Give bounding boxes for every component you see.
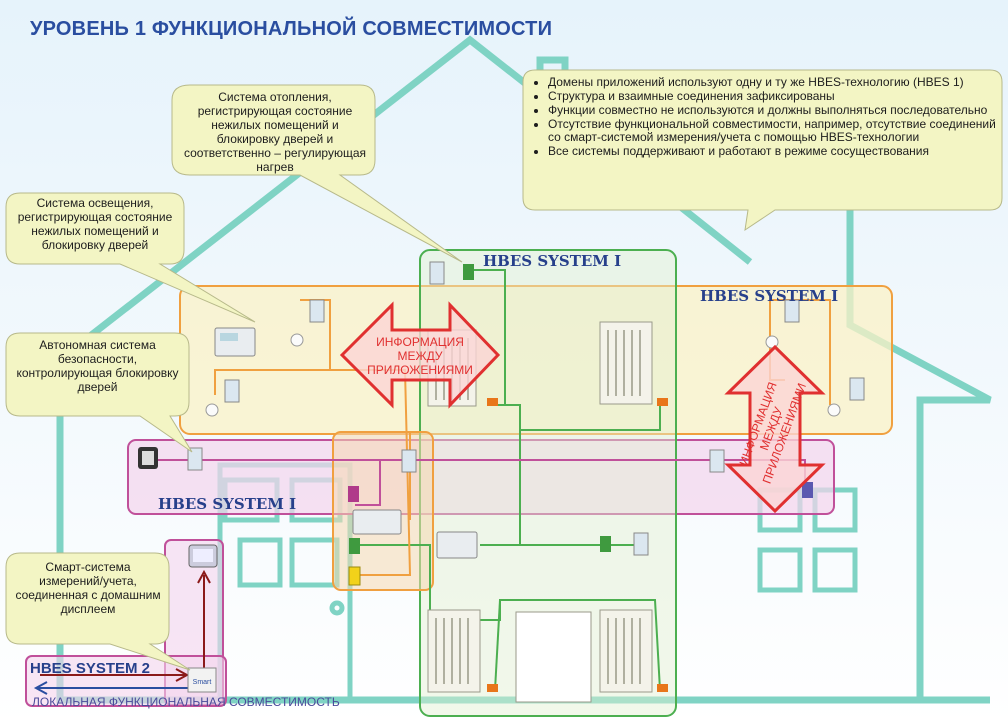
info-item: Отсутствие функциональной совместимости,… bbox=[548, 118, 1008, 144]
bubble-heating-text: Система отопления, регистрирующая состоя… bbox=[183, 90, 367, 174]
info-item: Все системы поддерживают и работают в ре… bbox=[548, 145, 1008, 158]
bubble-heating-shape bbox=[171, 84, 463, 263]
lighting-system-label: HBES SYSTEM I bbox=[700, 287, 839, 305]
meter-connection bbox=[40, 569, 211, 682]
bubble-meter-shape bbox=[5, 552, 191, 671]
bubble-info-shape bbox=[522, 69, 1003, 232]
bubble-lighting-text: Система освещения, регистрирующая состоя… bbox=[17, 196, 173, 252]
meter-device-label: Smart bbox=[193, 679, 212, 686]
info-arrow-horizontal bbox=[339, 301, 501, 409]
meter-system-zone bbox=[25, 655, 227, 707]
arrow-h-line-2: МЕЖДУ bbox=[398, 349, 443, 363]
info-item: Домены приложений используют одну и ту ж… bbox=[548, 76, 1008, 89]
heating-system-label: HBES SYSTEM I bbox=[483, 252, 622, 270]
info-bullet-list: Домены приложений используют одну и ту ж… bbox=[530, 76, 1008, 159]
bubble-security-shape bbox=[5, 332, 193, 453]
meter-system-label: HBES SYSTEM 2 bbox=[30, 660, 151, 677]
bubble-meter-text: Смарт-система измерений/учета, соединенн… bbox=[15, 560, 161, 616]
info-item: Функции совместно не используются и долж… bbox=[548, 104, 1008, 117]
security-system-label: HBES SYSTEM I bbox=[158, 495, 297, 513]
devices bbox=[138, 261, 865, 693]
arrow-h-line-1: ИНФОРМАЦИЯ bbox=[376, 335, 464, 349]
info-item: Структура и взаимные соединения зафиксир… bbox=[548, 90, 1008, 103]
security-zone bbox=[127, 439, 835, 515]
bubble-lighting-shape bbox=[5, 192, 256, 323]
arrow-h-line-3: ПРИЛОЖЕНИЯМИ bbox=[367, 363, 473, 377]
footer-caption: ЛОКАЛЬНАЯ ФУНКЦИОНАЛЬНАЯ СОВМЕСТИМОСТЬ bbox=[32, 695, 340, 709]
bubble-security-text: Автономная система безопасности, контрол… bbox=[16, 338, 179, 394]
meter-backlink bbox=[33, 681, 210, 695]
page-title: УРОВЕНЬ 1 ФУНКЦИОНАЛЬНОЙ СОВМЕСТИМОСТИ bbox=[30, 18, 553, 40]
info-arrow-vertical bbox=[724, 344, 826, 514]
